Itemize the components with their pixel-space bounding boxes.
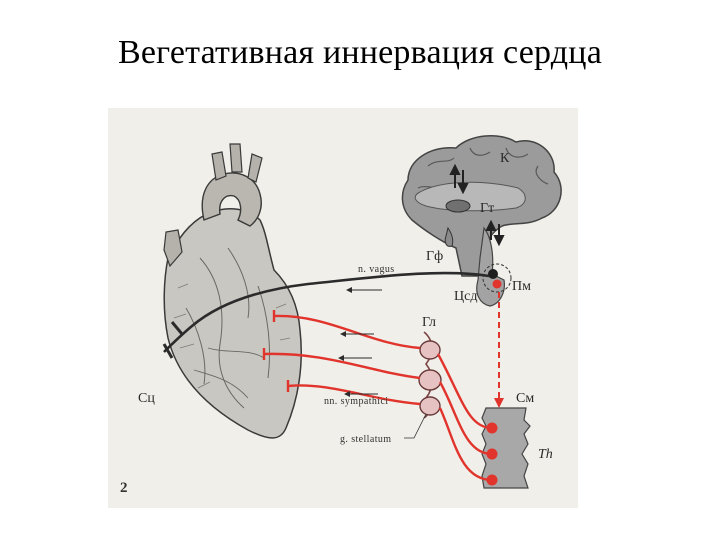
- heart-body: [163, 207, 302, 439]
- nerve-endings: [262, 310, 290, 392]
- label-hypothalamus: Гт: [480, 201, 494, 216]
- brain: [401, 135, 562, 307]
- stellate-leader: [404, 413, 427, 439]
- sympathetic-direction-arrows: [338, 331, 378, 397]
- arrows-up-down: [449, 163, 505, 247]
- ganglion-2: [418, 369, 442, 391]
- hypothalamus-oval: [445, 199, 471, 213]
- heart: [163, 143, 302, 439]
- label-pituitary: Гф: [426, 249, 443, 264]
- ganglion-1: [419, 340, 441, 360]
- label-thoracic: Th: [538, 447, 553, 462]
- diagram-svg: К Гт Гф Пм Цсд См Th Сц: [120, 135, 562, 496]
- spinal-neuron-2: [486, 448, 498, 460]
- label-cardio-center: Цсд: [454, 289, 477, 304]
- label-ganglion: Гл: [422, 315, 436, 330]
- label-spinal-cord: См: [516, 391, 534, 406]
- preganglionic-fibers: [436, 353, 493, 482]
- figure-number: 2: [120, 480, 128, 496]
- vagus-direction-arrow: [346, 287, 382, 293]
- vagus-nerve: [163, 271, 490, 353]
- pituitary: [444, 226, 454, 247]
- spinal-neuron-1: [486, 422, 498, 434]
- label-stellate: g. stellatum: [340, 434, 391, 445]
- sympathetic-center-node: [492, 279, 502, 289]
- slide-title: Вегетативная иннервация сердца: [117, 34, 602, 71]
- spinal-neuron-3: [486, 474, 498, 486]
- label-cortex: К: [500, 151, 510, 166]
- label-sympathetic: nn. sympathici: [324, 396, 388, 407]
- innervation-diagram: К Гт Гф Пм Цсд См Th Сц: [108, 108, 578, 508]
- cardio-center-node: [488, 269, 498, 279]
- medulla-circle: [482, 263, 512, 293]
- postganglionic-fibers: [263, 314, 421, 406]
- label-heart-center: Сц: [138, 391, 155, 406]
- ganglion-3: [419, 396, 441, 416]
- label-vagus: n. vagus: [358, 264, 395, 275]
- label-medulla: Пм: [512, 279, 531, 294]
- ganglion-chain: [418, 331, 442, 419]
